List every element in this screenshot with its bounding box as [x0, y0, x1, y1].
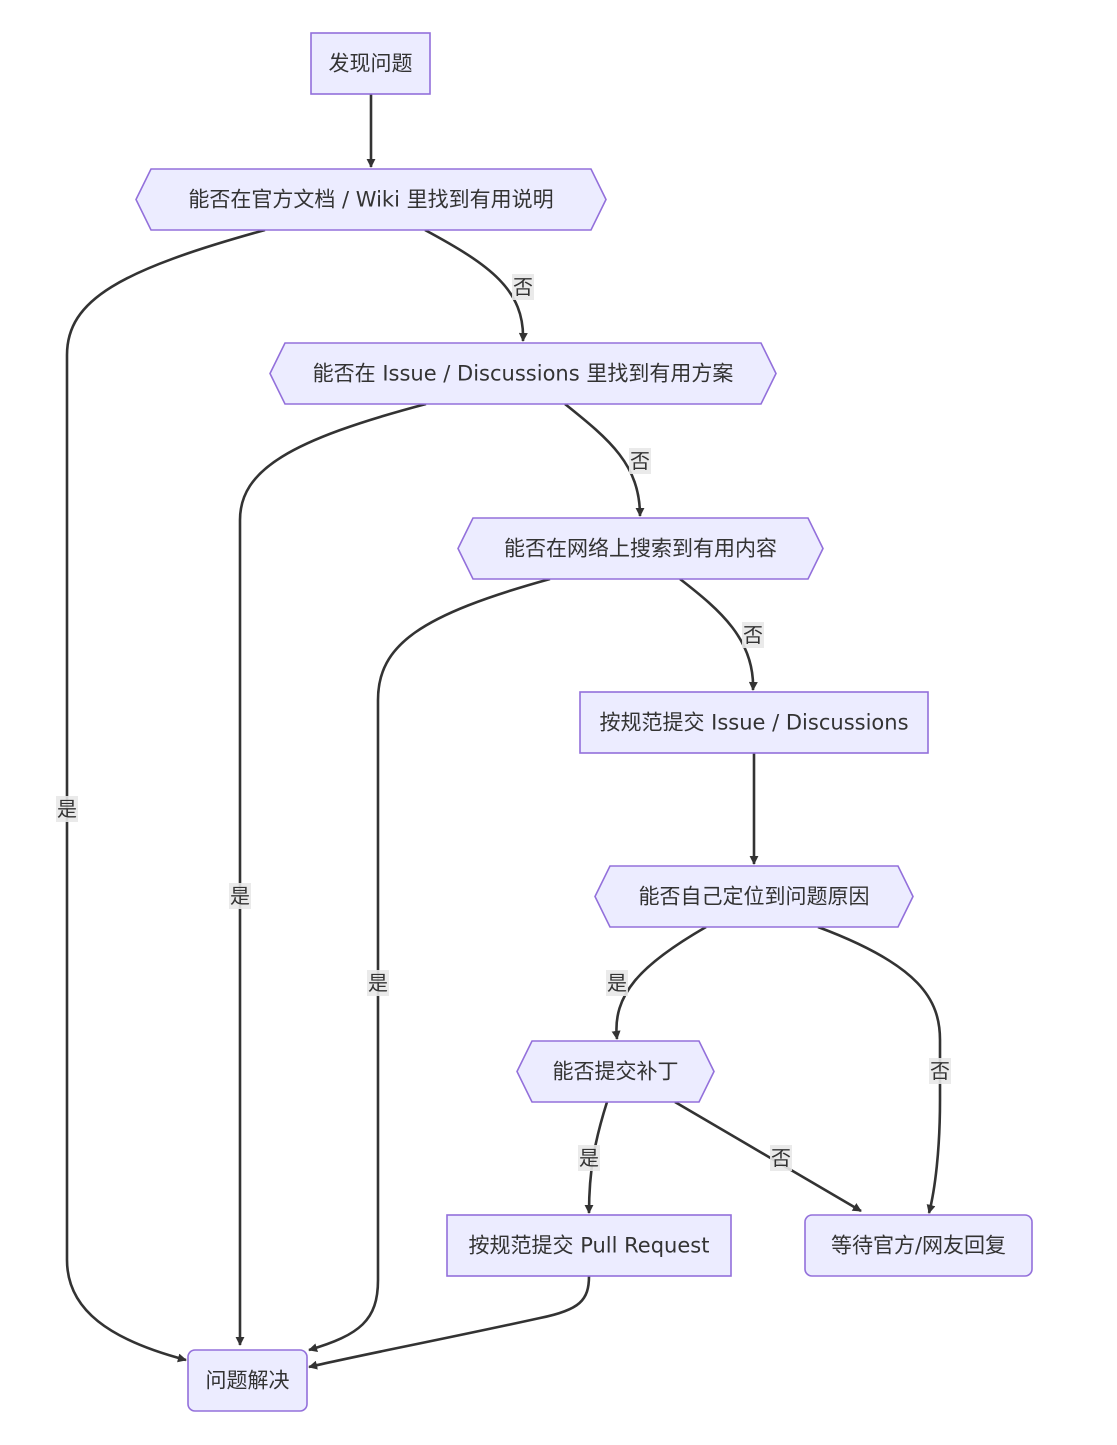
edge-issue-to-web	[564, 402, 645, 517]
node-label: 按规范提交 Issue / Discussions	[599, 711, 908, 735]
edge-label-locate-to-wait: 否	[929, 1058, 951, 1084]
node-label: 等待官方/网友回复	[831, 1234, 1006, 1258]
node-label: 能否在 Issue / Discussions 里找到有用方案	[313, 362, 734, 386]
process-shape	[579, 691, 929, 754]
node-label: 能否自己定位到问题原因	[639, 885, 870, 909]
edge-labels: 否是否是否是是否是否	[56, 274, 951, 1171]
edge-label-text: 否	[743, 623, 763, 647]
node-wiki: 能否在官方文档 / Wiki 里找到有用说明	[135, 168, 607, 231]
decision-shape	[594, 865, 914, 928]
edge-label-background	[606, 970, 628, 996]
node-issue: 能否在 Issue / Discussions 里找到有用方案	[269, 342, 777, 405]
edge-label-issue-to-web: 否	[629, 448, 651, 474]
edge-label-text: 是	[57, 797, 77, 821]
edge-label-background	[229, 883, 251, 909]
edge-label-wiki-to-solved: 是	[56, 796, 78, 822]
edge-label-web-to-submit_issue: 否	[742, 622, 764, 648]
edge-label-wiki-to-issue: 否	[512, 274, 534, 300]
process-shape	[446, 1214, 732, 1277]
edge-label-background	[56, 796, 78, 822]
edge-label-locate-to-patch: 是	[606, 970, 628, 996]
edge-label-patch-to-pr: 是	[578, 1145, 600, 1171]
edge-patch-to-wait	[674, 1100, 862, 1213]
node-wait: 等待官方/网友回复	[804, 1214, 1033, 1277]
node-pr: 按规范提交 Pull Request	[446, 1214, 732, 1277]
edge-label-background	[929, 1058, 951, 1084]
decision-shape	[457, 517, 824, 580]
edge-label-text: 是	[230, 884, 250, 908]
edge-label-background	[512, 274, 534, 300]
edge-label-background	[578, 1145, 600, 1171]
edge-locate-to-wait	[817, 925, 942, 1214]
decision-shape	[516, 1040, 715, 1103]
edge-label-text: 是	[368, 971, 388, 995]
edge-web-to-submit_issue	[679, 577, 758, 691]
edge-label-text: 是	[579, 1146, 599, 1170]
edge-label-text: 否	[630, 449, 650, 473]
node-label: 问题解决	[206, 1369, 290, 1393]
edge-label-background	[629, 448, 651, 474]
edge-wiki-to-issue	[424, 228, 528, 342]
edge-wiki-to-solved	[65, 228, 266, 1363]
edge-label-patch-to-wait: 否	[770, 1145, 792, 1171]
node-patch: 能否提交补丁	[516, 1040, 715, 1103]
edge-label-text: 否	[771, 1146, 791, 1170]
edge-label-text: 否	[513, 275, 533, 299]
edge-label-background	[742, 622, 764, 648]
edge-locate-to-patch	[611, 925, 707, 1040]
node-label: 能否在网络上搜索到有用内容	[504, 537, 777, 561]
node-discover: 发现问题	[310, 32, 431, 95]
edge-pr-to-solved	[308, 1275, 591, 1370]
node-label: 发现问题	[329, 52, 413, 76]
edge-label-issue-to-solved: 是	[229, 883, 251, 909]
edge-label-text: 否	[930, 1059, 950, 1083]
node-locate: 能否自己定位到问题原因	[594, 865, 914, 928]
node-solved: 问题解决	[187, 1349, 308, 1412]
terminal-shape	[804, 1214, 1033, 1277]
edges	[65, 94, 942, 1370]
decision-shape	[135, 168, 607, 231]
edge-web-to-solved	[308, 577, 551, 1353]
node-label: 能否提交补丁	[553, 1060, 679, 1084]
edge-issue-to-solved	[235, 402, 427, 1346]
node-label: 按规范提交 Pull Request	[469, 1234, 710, 1258]
edge-label-web-to-solved: 是	[367, 970, 389, 996]
process-shape	[310, 32, 431, 95]
decision-shape	[269, 342, 777, 405]
edge-label-background	[367, 970, 389, 996]
edge-label-background	[770, 1145, 792, 1171]
node-web: 能否在网络上搜索到有用内容	[457, 517, 824, 580]
edge-label-text: 是	[607, 971, 627, 995]
node-submit-issue: 按规范提交 Issue / Discussions	[579, 691, 929, 754]
terminal-shape	[187, 1349, 308, 1412]
node-label: 能否在官方文档 / Wiki 里找到有用说明	[188, 188, 553, 212]
